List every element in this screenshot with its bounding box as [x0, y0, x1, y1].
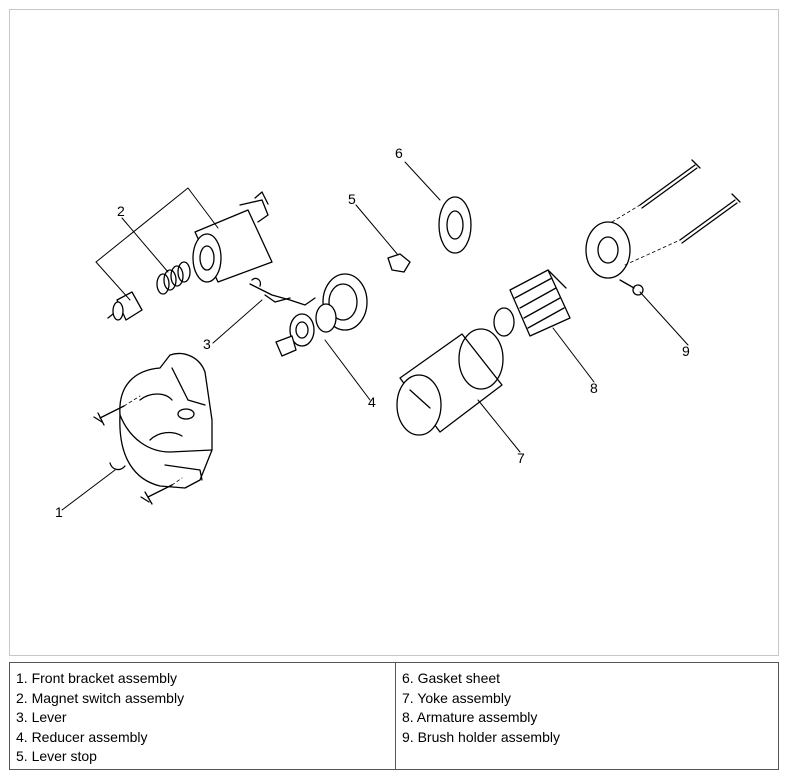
bracket-screw-bottom	[140, 484, 173, 505]
legend-item: 9. Brush holder assembly	[402, 728, 560, 745]
callout-3: 3	[203, 336, 211, 352]
front-bracket-part	[109, 352, 213, 489]
bracket-screw-top	[93, 405, 125, 426]
through-bolt-top	[639, 159, 701, 209]
callout-6: 6	[395, 145, 403, 161]
legend-item: 1. Front bracket assembly	[16, 670, 178, 686]
legend-item: 4. Reducer assembly	[16, 728, 148, 745]
legend-column-right: 6. Gasket sheet 7. Yoke assembly 8. Arma…	[396, 663, 778, 769]
yoke-part	[396, 328, 504, 436]
spring-part	[156, 261, 191, 295]
alignment-guides	[123, 204, 681, 486]
leader-lines	[61, 161, 689, 511]
legend-item: 6. Gasket sheet	[402, 670, 501, 686]
callout-8: 8	[590, 380, 598, 396]
diagram-frame	[9, 9, 779, 656]
gasket-sheet-part	[438, 196, 472, 254]
parts-legend-table: 1. Front bracket assembly 2. Magnet swit…	[9, 662, 779, 770]
callout-7: 7	[517, 450, 525, 466]
legend-item: 7. Yoke assembly	[402, 689, 511, 706]
lever-part	[249, 277, 316, 306]
legend-item: 8. Armature assembly	[402, 709, 538, 725]
legend-item: 5. Lever stop	[16, 748, 97, 764]
armature-part	[493, 269, 571, 337]
brush-holder-part	[585, 221, 644, 296]
callout-1: 1	[55, 504, 63, 520]
legend-item: 3. Lever	[16, 709, 67, 725]
legend-column-left: 1. Front bracket assembly 2. Magnet swit…	[10, 663, 396, 769]
reducer-part	[275, 273, 368, 357]
magnet-switch-part	[192, 191, 273, 283]
callout-4: 4	[368, 394, 376, 410]
through-bolt-bottom	[679, 193, 741, 244]
legend-item: 2. Magnet switch assembly	[16, 689, 185, 706]
callout-2: 2	[117, 203, 125, 219]
callout-5: 5	[348, 191, 356, 207]
lever-stop-part	[387, 253, 411, 273]
exploded-view-diagram: 1 2 3 4 5 6 7 8 9	[55, 145, 741, 520]
plunger-part	[107, 291, 143, 321]
callout-9: 9	[682, 343, 690, 359]
